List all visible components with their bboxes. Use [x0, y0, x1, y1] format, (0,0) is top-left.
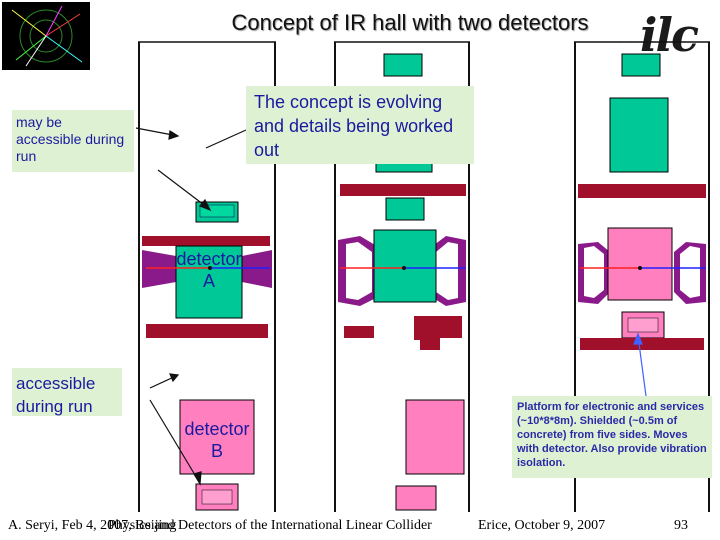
shield-wall-left-lower [146, 324, 268, 338]
door-right-a-inner [584, 246, 604, 298]
arrow-may-2 [157, 169, 209, 209]
wall-6 [708, 42, 710, 512]
bay-right [578, 53, 706, 350]
shield-wall-left-upper [142, 236, 270, 246]
bay-left [142, 201, 272, 511]
note-concept-evolving: The concept is evolving and details bein… [246, 86, 474, 164]
detector-a-body [175, 245, 243, 319]
wall-4 [468, 42, 470, 512]
ip-middle [402, 266, 406, 270]
shield-wall-right-upper [578, 184, 706, 198]
label-detector-b: detector B [184, 419, 250, 461]
event-display-image [2, 2, 90, 70]
detector-b-body [179, 399, 255, 475]
platform-bottom-left-inner [201, 489, 233, 505]
door-middle-b-inner [436, 242, 458, 300]
platform-top-middle [383, 53, 423, 77]
arrow-acc-2-head [193, 471, 202, 486]
arrow-may-2-head [199, 198, 212, 212]
ip-right [638, 266, 642, 270]
pointer-arrows [135, 127, 247, 486]
door-left-b [242, 250, 272, 288]
wall-5 [574, 42, 576, 512]
page-number: 93 [674, 518, 688, 533]
arrow-platform [637, 335, 647, 397]
detector-right-pink [607, 227, 673, 301]
page-title: Concept of IR hall with two detectors [231, 10, 589, 35]
arrow-may-1-head [168, 129, 180, 140]
arrow-acc-1-head [169, 373, 180, 383]
door-right-b-inner [680, 246, 700, 298]
footer-conference: Physics and Detectors of the Internation… [108, 518, 432, 533]
detector-right-top [609, 97, 669, 173]
platform-middle-a [385, 197, 425, 221]
wall-1 [138, 42, 140, 512]
ip-left [208, 266, 212, 270]
shield-wall-middle-lower [414, 316, 462, 350]
footer-date: Erice, October 9, 2007 [478, 518, 606, 533]
platform-bottom-middle [395, 485, 437, 511]
note-platform: Platform for electronic and services (~1… [512, 396, 712, 478]
hall-walls [138, 41, 710, 512]
detector-middle-b [405, 399, 465, 475]
arrow-concept [205, 129, 247, 149]
platform-top-right [621, 53, 661, 77]
arrow-acc-2 [149, 399, 199, 481]
arrow-platform-head [633, 332, 643, 345]
shield-wall-middle-upper [340, 184, 466, 196]
note-may-be-accessible: may be accessible during run [12, 110, 134, 172]
footer-author: A. Seryi, Feb 4, 2007, Beijing [8, 518, 177, 533]
door-left-a [142, 250, 176, 288]
door-middle-a-inner [346, 242, 372, 300]
detector-middle-a [373, 229, 437, 303]
platform-arrow [633, 332, 647, 397]
note-accessible-during-run: accessible during run [12, 368, 122, 416]
shield-block-middle [344, 326, 374, 338]
wall-2 [274, 42, 276, 512]
ilc-logo: ilc [640, 8, 699, 62]
wall-3 [334, 42, 336, 512]
platform-right-middle-inner [627, 317, 659, 333]
label-detector-a: detector A [176, 249, 242, 291]
